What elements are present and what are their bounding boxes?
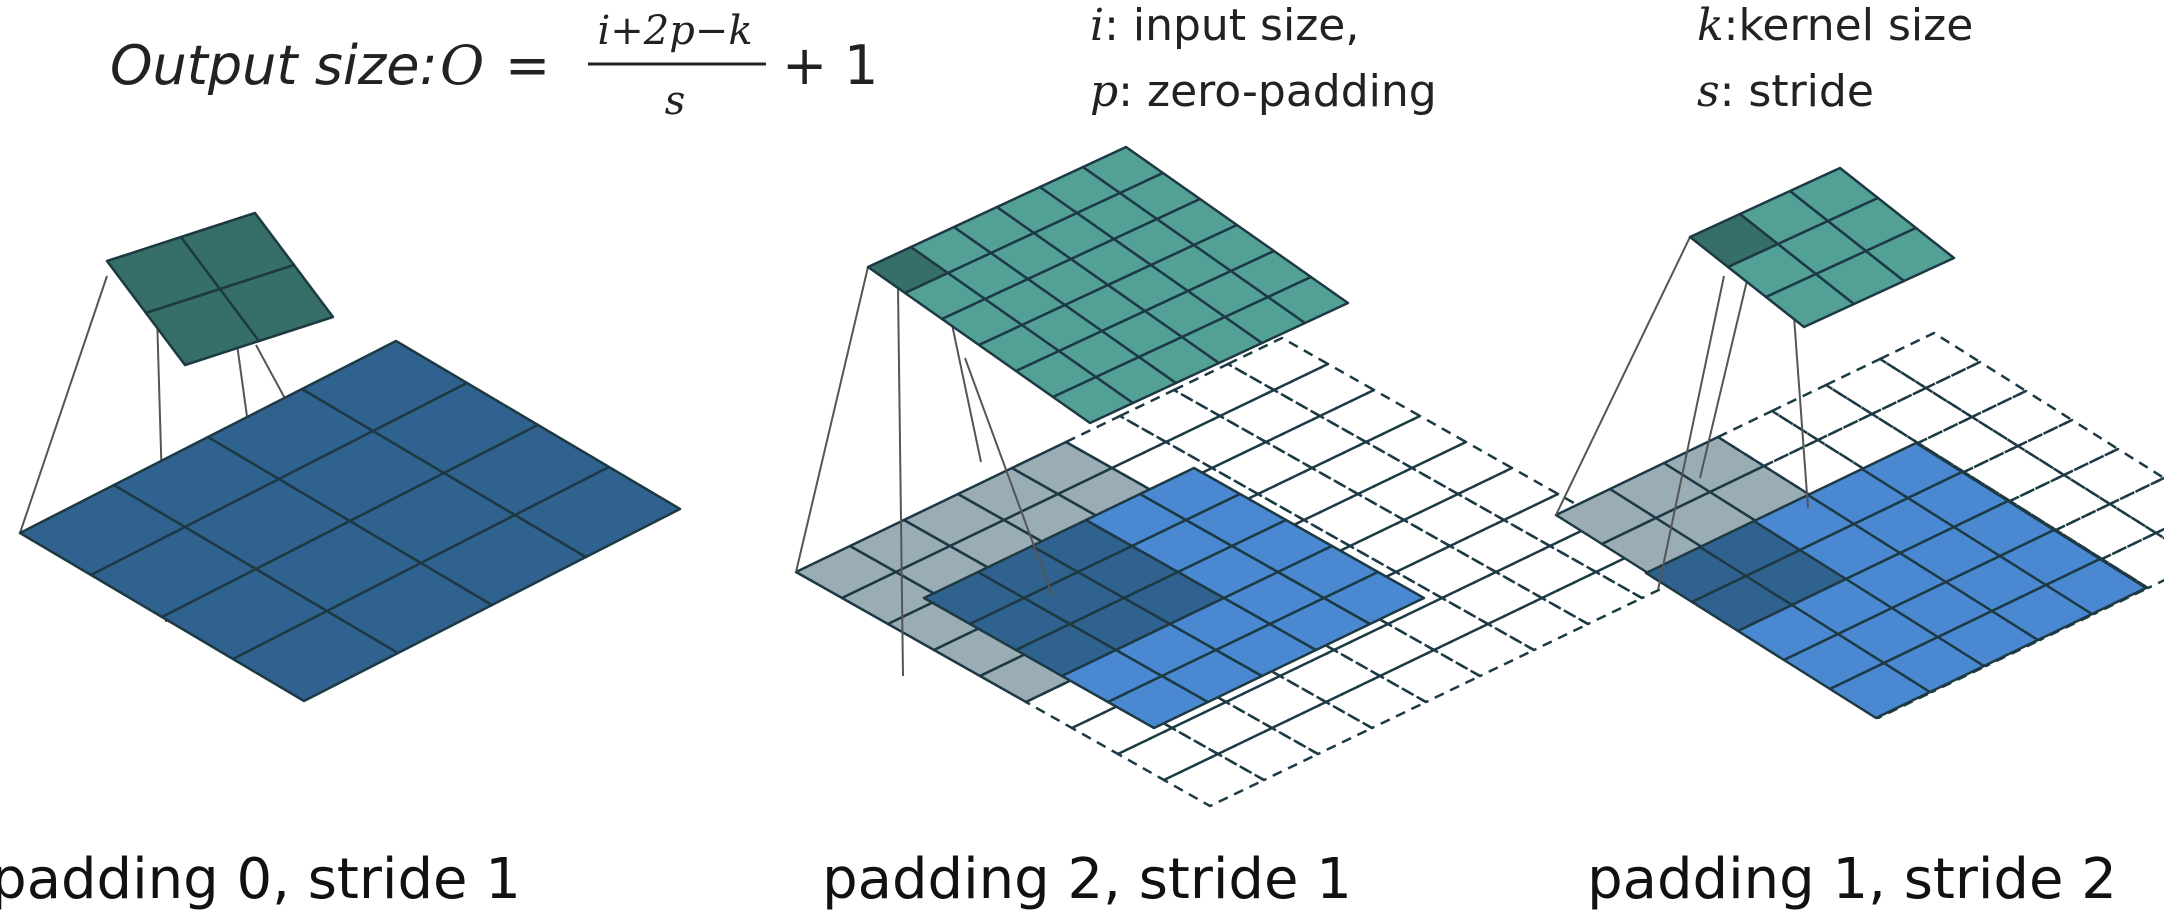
padding-cell xyxy=(1410,440,1514,496)
padding-cell xyxy=(1870,386,1974,445)
formula-numerator: i+2p−k xyxy=(597,8,752,54)
padding-cell xyxy=(1270,700,1374,756)
output-cell xyxy=(218,263,335,343)
panel-padding-2-stride-1: padding 2, stride 1 xyxy=(794,145,1698,912)
padding-cell xyxy=(1762,438,1866,497)
padding-cell xyxy=(1310,440,1414,496)
input-grid-4x4 xyxy=(18,339,682,703)
padding-cell xyxy=(1172,362,1276,418)
legend-zero-padding: p: zero-padding xyxy=(1090,66,1437,117)
padding-cell xyxy=(1432,622,1536,678)
padding-cell xyxy=(1394,544,1498,600)
formula-label: Output size: xyxy=(110,34,438,97)
padding-cell xyxy=(2154,527,2164,540)
padding-cell xyxy=(1116,726,1220,782)
padding-cell xyxy=(1272,362,1376,418)
padding-cell xyxy=(1110,440,1214,496)
padding-cell xyxy=(1364,414,1468,470)
padding-cell xyxy=(1226,336,1330,392)
padding-cell xyxy=(1332,622,1436,678)
padding-cell xyxy=(1356,466,1460,522)
padding-cell xyxy=(1210,440,1314,496)
legend-input-size: i: input size, xyxy=(1090,0,1359,51)
padding-cell xyxy=(1878,331,1982,390)
padding-cell xyxy=(1164,414,1268,470)
formula-plus: + xyxy=(782,34,827,97)
caption: padding 2, stride 1 xyxy=(822,847,1352,912)
padding-cell xyxy=(1024,674,1128,730)
output-cell xyxy=(1266,275,1350,325)
padding-cell xyxy=(1486,596,1590,652)
formula: Output size: O = i+2p−k s + 1 xyxy=(110,8,878,124)
padding-cell xyxy=(1318,388,1422,444)
connector-lines xyxy=(795,257,1053,677)
output-grid-3x3 xyxy=(1688,166,1956,329)
padding-cell xyxy=(1162,752,1266,808)
caption: padding 1, stride 2 xyxy=(1587,847,2117,912)
padding-cell xyxy=(2108,476,2164,535)
legend: i: input size, p: zero-padding k:kernel … xyxy=(1090,0,1973,117)
padding-cell xyxy=(1118,388,1222,444)
padding-cell xyxy=(1502,492,1606,548)
padding-cell xyxy=(1824,357,1928,416)
padding-cell xyxy=(1440,570,1544,626)
input-cell xyxy=(1322,570,1426,626)
padding-cell xyxy=(1970,389,2074,448)
padding-cell xyxy=(1216,726,1320,782)
padding-cell xyxy=(1386,596,1490,652)
formula-equals: = xyxy=(505,34,550,97)
output-grid-6x6 xyxy=(866,145,1350,425)
panel-padding-1-stride-2: padding 1, stride 2 xyxy=(1554,166,2164,912)
padding-cell xyxy=(1264,414,1368,470)
padding-cell xyxy=(1448,518,1552,574)
input-grid-5x5 xyxy=(1644,441,2148,720)
padding-cell xyxy=(1924,360,2028,419)
input-cell xyxy=(513,465,682,559)
padding-cell xyxy=(1064,414,1168,470)
padding-cell xyxy=(1218,388,1322,444)
output-cell xyxy=(1864,226,1956,283)
padding-cell xyxy=(1224,674,1328,730)
padding-cell xyxy=(1456,466,1560,522)
padding-cell xyxy=(1302,492,1406,548)
formula-one: 1 xyxy=(844,34,878,97)
padding-cell xyxy=(1170,700,1274,756)
panel-padding-0-stride-1: padding 0, stride 1 xyxy=(0,211,682,912)
padding-cell xyxy=(2062,447,2164,506)
output-grid-2x2 xyxy=(105,211,335,367)
padding-cell xyxy=(1378,648,1482,704)
padding-cell xyxy=(1070,700,1174,756)
padding-cell xyxy=(1540,570,1644,626)
legend-kernel-size: k:kernel size xyxy=(1697,0,1973,51)
formula-lhs: O xyxy=(440,34,484,97)
padding-cell xyxy=(1816,412,1920,471)
caption: padding 0, stride 1 xyxy=(0,847,521,912)
input-grid-5x5 xyxy=(922,466,1426,730)
padding-cell xyxy=(1348,518,1452,574)
legend-stride: s: stride xyxy=(1697,66,1874,117)
padding-cell xyxy=(1278,648,1382,704)
formula-denominator: s xyxy=(665,78,686,124)
input-cell xyxy=(2044,557,2148,616)
padding-cell xyxy=(1770,383,1874,442)
padding-cell xyxy=(1324,674,1428,730)
padding-cell xyxy=(1716,409,1820,468)
padding-cell xyxy=(1402,492,1506,548)
padding-cell xyxy=(1494,544,1598,600)
padding-cell xyxy=(2016,418,2120,477)
padding-cell xyxy=(1256,466,1360,522)
